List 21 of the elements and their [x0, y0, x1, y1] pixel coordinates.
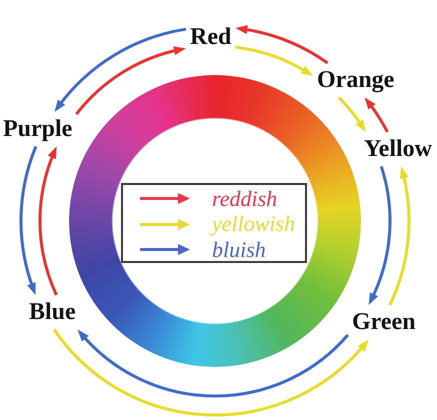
arrow: [53, 328, 369, 416]
arrow: [235, 26, 328, 64]
arrow: [338, 96, 366, 132]
arrow: [54, 28, 186, 112]
color-label: Blue: [29, 299, 76, 326]
color-label: Red: [190, 24, 232, 50]
legend-label: yellowish: [212, 213, 296, 236]
arrow: [38, 146, 58, 296]
color-label: Purple: [3, 116, 72, 142]
arrow: [77, 330, 349, 398]
arrow: [235, 46, 314, 76]
color-label: Orange: [317, 67, 394, 94]
color-label: Green: [352, 309, 416, 336]
arrow: [388, 166, 410, 306]
arrow: [368, 166, 392, 306]
arrow: [364, 97, 389, 133]
legend-label: bluish: [212, 238, 266, 261]
arrow: [20, 146, 38, 296]
arrow: [75, 46, 186, 116]
color-label: Yellow: [364, 136, 432, 162]
legend-label: reddish: [212, 188, 278, 210]
